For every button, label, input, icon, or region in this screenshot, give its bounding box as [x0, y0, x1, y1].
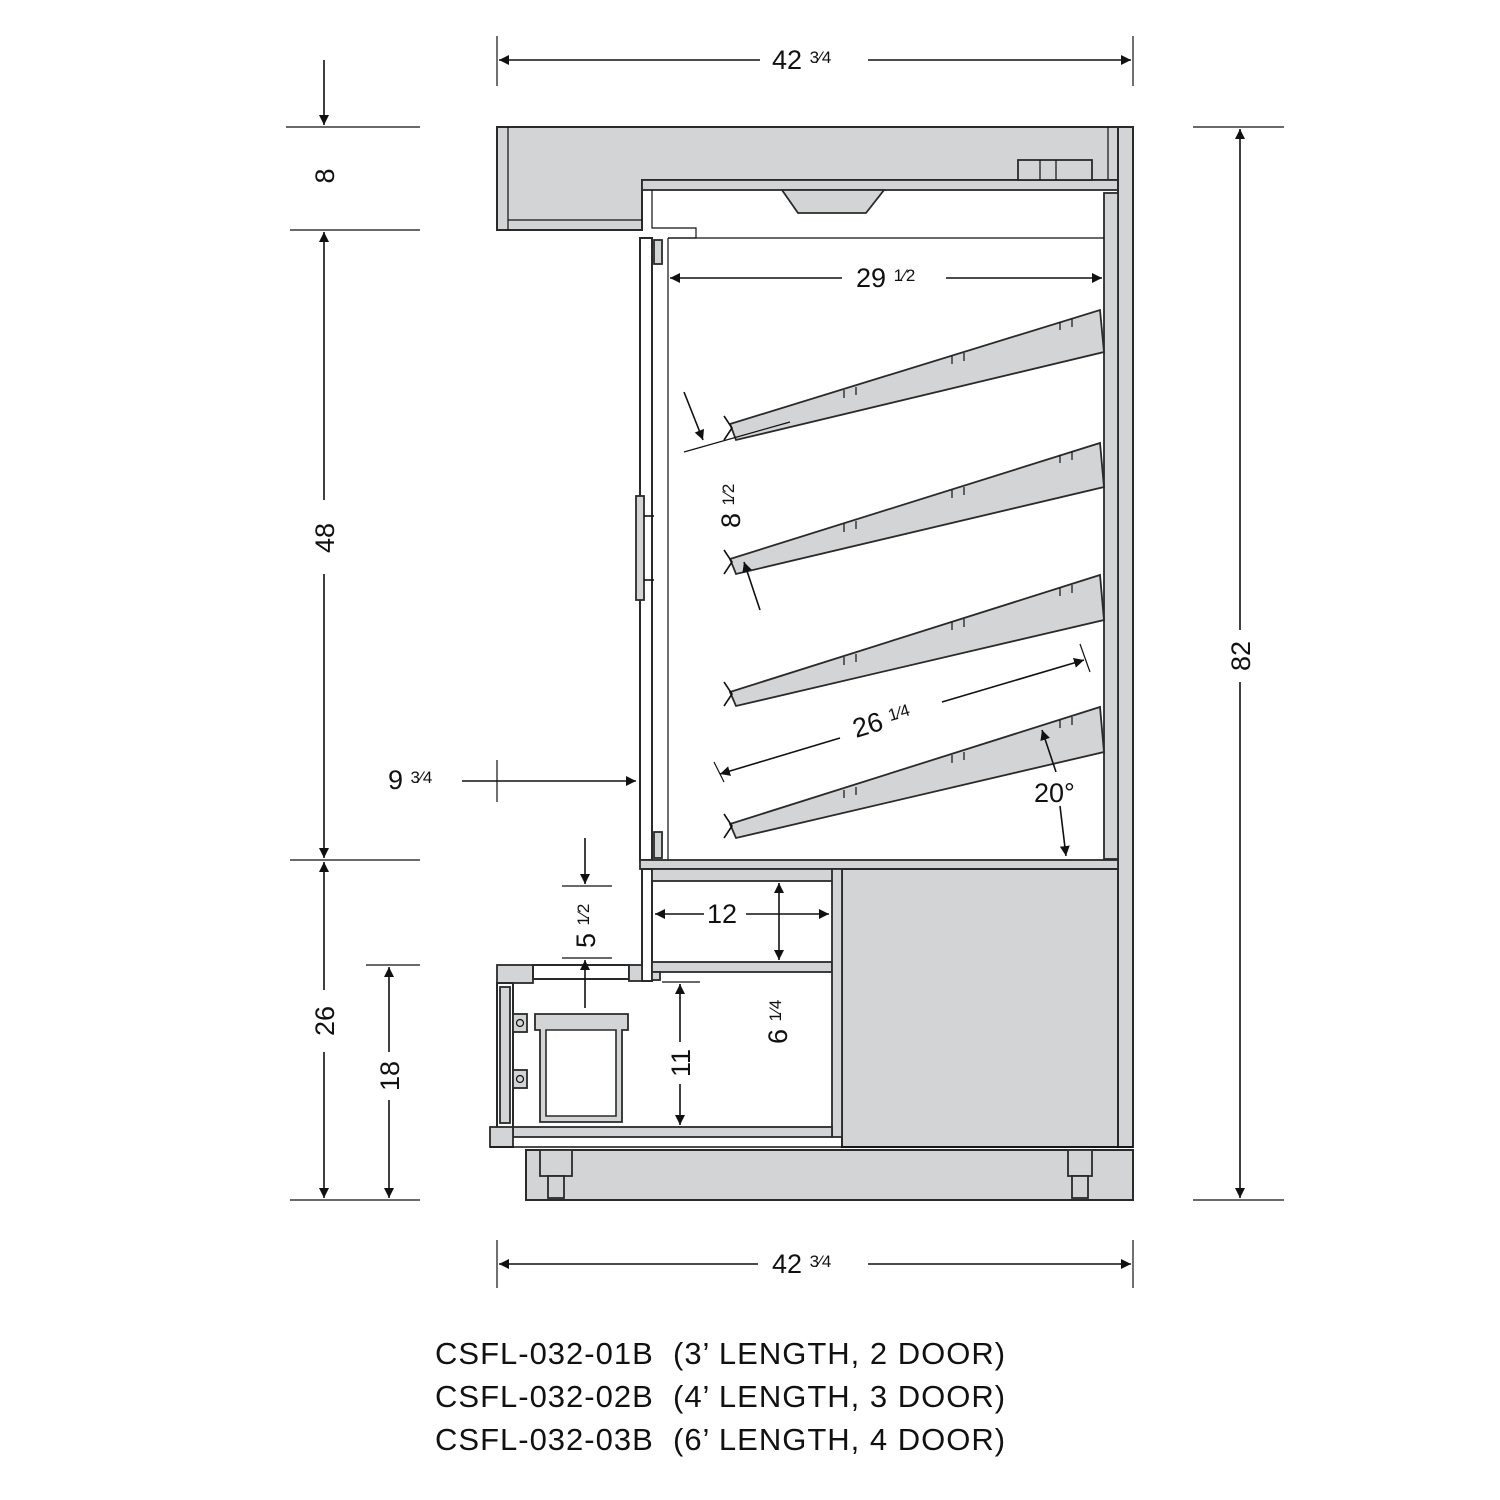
extension-lines: [286, 36, 1284, 1288]
ballast-box: [1017, 159, 1093, 181]
canopy-height-label: 8: [310, 168, 340, 183]
shelf-2: [728, 441, 1105, 576]
overall-width-bottom-label: 42 3⁄4: [772, 1249, 831, 1279]
overall-width-top-label: 42 3⁄4: [772, 45, 831, 75]
light-fixture: [780, 189, 886, 214]
overall-height-label: 82: [1226, 641, 1256, 671]
bin-depth-label: 11: [666, 1049, 696, 1077]
model-line-2: CSFL-032-02B (4’ LENGTH, 3 DOOR): [435, 1379, 1007, 1414]
drawer-width-label: 12: [707, 899, 737, 929]
dimension-lines: [319, 55, 1245, 1269]
front-ledge: [496, 964, 534, 984]
door-setback-label: 9 3⁄4: [388, 765, 432, 795]
shelf-3: [728, 573, 1105, 708]
step-height-label: 5 1⁄2: [571, 904, 601, 948]
machine-compartment: [841, 868, 1119, 1148]
dimension-labels: 42 3⁄4 42 3⁄4 8 48 26 18 82 29 1⁄2 8 1⁄2…: [310, 45, 1256, 1279]
model-list: CSFL-032-01B (3’ LENGTH, 2 DOOR) CSFL-03…: [435, 1332, 1006, 1461]
model-line-3: CSFL-032-03B (6’ LENGTH, 4 DOOR): [435, 1422, 1007, 1457]
base-floor: [512, 1126, 833, 1138]
display-height-label: 48: [310, 523, 340, 553]
interior-ceiling: [641, 179, 1119, 191]
interior-width-label: 29 1⁄2: [856, 263, 915, 293]
back-panel: [1117, 126, 1134, 1148]
leg-front: [539, 1149, 573, 1177]
cabinet-outline: [489, 126, 1134, 1201]
shelf-angle-label: 20°: [1034, 778, 1075, 808]
base-height-label: 26: [310, 1006, 340, 1036]
hinge-top: [653, 239, 663, 265]
hinge-bottom: [653, 831, 663, 859]
step-riser: [641, 868, 653, 982]
drawer-height-label: 6 1⁄4: [763, 1000, 793, 1044]
leg-rear: [1067, 1149, 1093, 1177]
shelf-1: [728, 308, 1105, 442]
base-rail: [525, 1149, 1134, 1201]
shelf-spacing-label: 8 1⁄2: [716, 484, 746, 528]
model-line-1: CSFL-032-01B (3’ LENGTH, 2 DOOR): [435, 1336, 1007, 1371]
ledge-height-label: 18: [375, 1061, 405, 1091]
rear-duct: [1103, 192, 1119, 860]
shelf-depth-label: 26 1⁄4: [849, 698, 914, 744]
display-deck: [639, 859, 1119, 870]
door-handle: [635, 495, 645, 601]
shelf-4: [728, 705, 1105, 840]
